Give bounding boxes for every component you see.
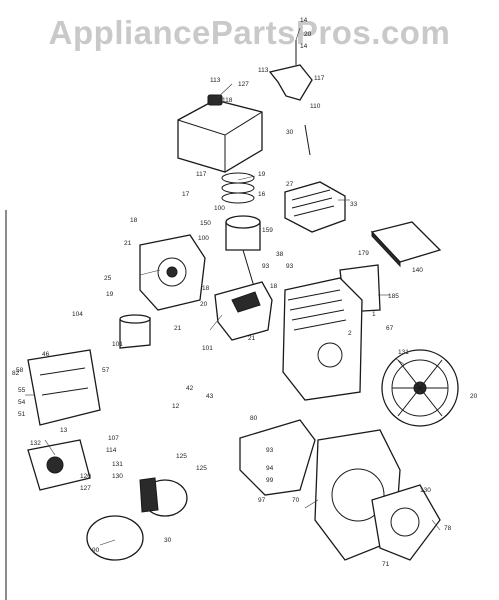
part-label: 117	[196, 171, 207, 178]
part-label: 57	[102, 367, 110, 374]
part-label: 101	[112, 341, 123, 348]
part-label: 90	[92, 547, 100, 554]
part-label: 2	[348, 330, 352, 337]
fuel-tank	[177, 94, 263, 173]
part-label: 30	[164, 537, 172, 544]
part-label: 25	[104, 275, 112, 282]
part-label: 93	[266, 447, 274, 454]
part-label: 120	[80, 473, 91, 480]
carburetor	[27, 439, 91, 491]
part-label: 140	[412, 267, 423, 274]
part-label: 104	[72, 311, 83, 318]
part-label: 113	[258, 67, 269, 74]
part-label: 97	[258, 497, 266, 504]
part-label: 58	[16, 367, 24, 374]
part-label: 21	[124, 240, 132, 247]
part-label: 19	[258, 171, 266, 178]
crankshaft	[214, 281, 273, 341]
leader-lines	[25, 27, 441, 546]
watermark: AppliancePartsPros.com	[48, 14, 451, 51]
part-label: 125	[196, 465, 207, 472]
part-label: 38	[276, 251, 284, 258]
part-label: 99	[266, 477, 274, 484]
part-label: 30	[286, 129, 294, 136]
part-label: 114	[106, 447, 117, 454]
part-label: 82	[12, 370, 20, 377]
part-label: 67	[386, 325, 394, 332]
part-label: 16	[258, 191, 266, 198]
piston-rings	[221, 172, 255, 204]
part-label: 185	[388, 293, 399, 300]
part-label: 55	[18, 387, 26, 394]
part-label: 80	[250, 415, 258, 422]
part-label: 107	[108, 435, 119, 442]
part-label: 117	[314, 75, 325, 82]
part-label: 127	[80, 485, 91, 492]
part-label: 93	[262, 263, 270, 270]
part-label: 42	[186, 385, 194, 392]
part-label: 94	[266, 465, 274, 472]
part-label: 100	[198, 235, 209, 242]
part-label: 113	[210, 77, 221, 84]
part-label: 118	[222, 97, 233, 104]
part-label: 20	[200, 301, 208, 308]
part-label: 101	[202, 345, 213, 352]
air-cleaner	[86, 477, 188, 561]
part-label: 20	[304, 31, 312, 38]
top-bracket	[268, 40, 313, 156]
part-label: 12	[172, 403, 180, 410]
part-label: 20	[470, 393, 478, 400]
part-label: 132	[30, 440, 41, 447]
part-label: 51	[18, 411, 26, 418]
part-label: 179	[358, 250, 369, 257]
part-label: 125	[176, 453, 187, 460]
part-label: 18	[270, 283, 278, 290]
part-label: 33	[350, 201, 358, 208]
part-label: 21	[248, 335, 256, 342]
crankcase-cover	[139, 234, 206, 311]
part-label: 18	[202, 285, 210, 292]
part-label: 19	[106, 291, 114, 298]
part-label: 18	[130, 217, 138, 224]
decal-card	[370, 221, 442, 268]
muffler	[119, 314, 151, 349]
piston	[225, 215, 261, 291]
part-label: 17	[182, 191, 190, 198]
flywheel	[381, 349, 459, 427]
part-label: 131	[398, 349, 409, 356]
part-label: 70	[292, 497, 300, 504]
cylinder-head	[284, 181, 346, 233]
part-label: 150	[200, 220, 211, 227]
part-label: 1	[372, 311, 376, 318]
part-label: 54	[18, 399, 26, 406]
part-label: 130	[420, 487, 431, 494]
part-label: 110	[310, 103, 321, 110]
part-label: 14	[300, 17, 308, 24]
part-label: 78	[444, 525, 452, 532]
part-label: 130	[112, 473, 123, 480]
part-label: 43	[206, 393, 214, 400]
part-label: 127	[238, 81, 249, 88]
part-label: 21	[174, 325, 182, 332]
engine-block	[282, 277, 363, 401]
part-label: 13	[60, 427, 68, 434]
air-baffle	[239, 419, 316, 496]
part-label: 159	[262, 227, 273, 234]
part-label: 71	[382, 561, 390, 568]
part-label: 27	[286, 181, 294, 188]
part-label: 131	[112, 461, 123, 468]
governor-linkage	[27, 349, 101, 426]
recoil-starter	[371, 484, 441, 561]
part-number-labels: 113 118 127 19 16 100 17 150 100 159 93 …	[12, 17, 478, 568]
part-label: 93	[286, 263, 294, 270]
part-label: 14	[300, 43, 308, 50]
part-label: 46	[42, 351, 50, 358]
part-label: 100	[214, 205, 225, 212]
